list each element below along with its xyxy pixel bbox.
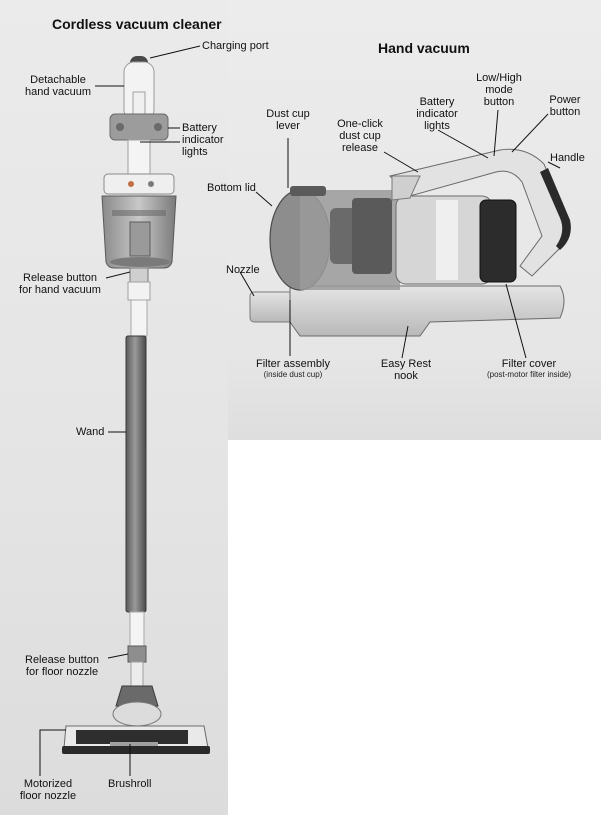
label-brushroll: Brushroll [108,778,152,790]
label-handle: Handle [550,152,585,164]
label-release-button-floor-nozzle: Release button for floor nozzle [25,654,99,678]
filter-cover-part [479,199,517,283]
upright-figure-title: Cordless vacuum cleaner [52,16,222,32]
nozzle-part [249,291,297,323]
label-wand: Wand [76,426,105,438]
hand-vacuum [249,148,571,337]
label-one-click-dust-cup-release: One-click dust cup release [337,118,383,154]
label-low-high-mode-button: Low/High mode button [476,72,522,108]
label-filter-cover: Filter cover (post-motor filter inside) [486,358,572,379]
wand-part [125,335,147,613]
label-hand-battery-indicator-lights: Battery indicator lights [416,96,458,132]
label-easy-rest-nook: Easy Rest nook [380,358,432,382]
label-charging-port: Charging port [202,40,269,52]
label-motorized-floor-nozzle: Motorized floor nozzle [19,778,77,802]
upright-vacuum [62,56,210,754]
label-bottom-lid: Bottom lid [207,182,256,194]
left-leader-lines [39,45,201,776]
label-detachable-hand-vacuum: Detachable hand vacuum [24,74,92,98]
label-dust-cup-lever: Dust cup lever [266,108,310,132]
hand-figure-title: Hand vacuum [378,40,470,56]
label-release-button-hand-vacuum: Release button for hand vacuum [19,272,101,296]
label-nozzle: Nozzle [226,264,260,276]
label-power-button: Power button [549,94,581,118]
label-battery-indicator-lights: Battery indicator lights [182,122,224,158]
label-filter-assembly: Filter assembly (inside dust cup) [256,358,330,379]
right-leader-lines [239,109,561,359]
